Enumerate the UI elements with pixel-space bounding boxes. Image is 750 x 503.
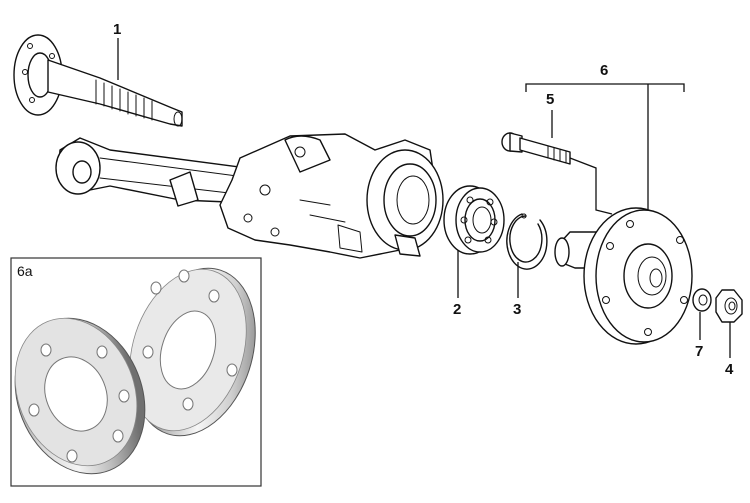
wheel-stud-part-5 (501, 132, 613, 215)
callout-7: 7 (695, 343, 703, 360)
washer-part-7 (692, 288, 712, 312)
callout-5: 5 (546, 91, 554, 108)
nut-part-4 (715, 289, 743, 323)
spacer-inset-6a: 6a (10, 257, 262, 487)
trailing-arm-housing (55, 133, 444, 259)
bearing-part-2 (443, 185, 505, 255)
callout-3: 3 (513, 301, 521, 318)
drive-shaft-part-1 (13, 34, 183, 127)
callout-1: 1 (113, 21, 121, 38)
circlip-part-3 (506, 213, 548, 270)
callout-6: 6 (600, 62, 608, 79)
callout-leaders (117, 38, 731, 358)
spacer-back (129, 267, 256, 437)
callout-2: 2 (453, 301, 461, 318)
callout-4: 4 (725, 361, 734, 378)
wheel-hub-part-6 (554, 207, 693, 345)
inset-label: 6a (17, 263, 33, 279)
spacer-front (14, 317, 146, 475)
